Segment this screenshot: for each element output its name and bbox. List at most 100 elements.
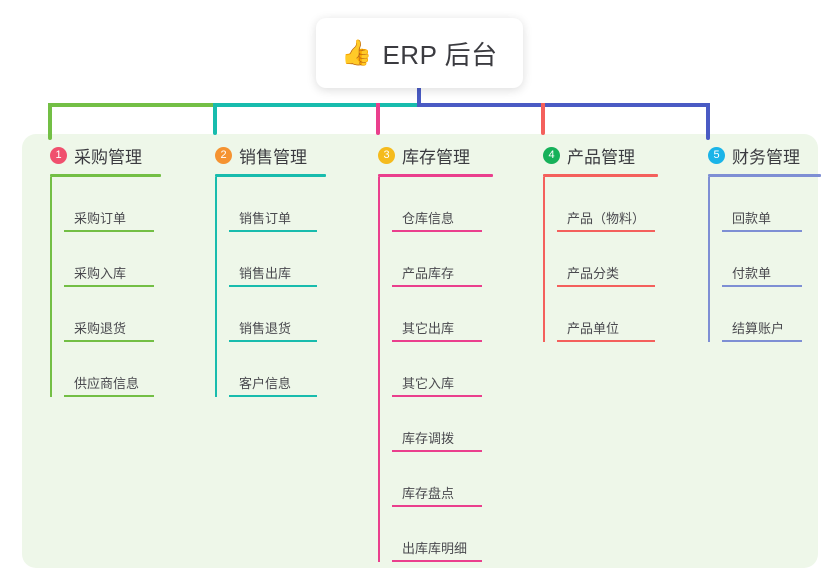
connector-bar-segment-3 <box>417 103 710 107</box>
branch-item-underline <box>557 340 655 342</box>
branch-item[interactable]: 供应商信息 <box>50 342 186 397</box>
branch-item-label: 回款单 <box>732 211 772 226</box>
branch-header-产品管理[interactable]: 4 产品管理 <box>529 142 679 168</box>
branch-item[interactable]: 客户信息 <box>215 342 349 397</box>
branch-item-list: 仓库信息产品库存其它出库其它入库库存调拨库存盘点出库库明细 <box>364 177 516 562</box>
branch-item-label: 销售订单 <box>239 211 292 226</box>
branch-item-list: 回款单付款单结算账户 <box>694 177 834 342</box>
branch-item-underline <box>392 340 482 342</box>
branch-item-label: 仓库信息 <box>402 211 455 226</box>
branch-item-label: 客户信息 <box>239 376 292 391</box>
branch-item-label: 采购退货 <box>74 321 127 336</box>
branch-item-label: 销售退货 <box>239 321 292 336</box>
branch-item-underline <box>722 285 802 287</box>
branch-title: 产品管理 <box>567 147 635 167</box>
branch-column-5: 5 财务管理回款单付款单结算账户 <box>694 142 834 342</box>
branch-header-库存管理[interactable]: 3 库存管理 <box>364 142 516 168</box>
branch-item[interactable]: 采购退货 <box>50 287 186 342</box>
branch-number-badge: 5 <box>708 146 725 164</box>
branch-spine-line <box>378 177 380 562</box>
connector-bar-segment-1 <box>48 103 217 107</box>
branch-item-underline <box>229 285 317 287</box>
branch-item-label: 结算账户 <box>732 321 785 336</box>
branch-header-财务管理[interactable]: 5 财务管理 <box>694 142 834 168</box>
branch-header-underline <box>50 174 161 177</box>
branch-column-4: 4 产品管理产品（物料）产品分类产品单位 <box>529 142 679 342</box>
branch-item-list: 采购订单采购入库采购退货供应商信息 <box>36 177 186 397</box>
branch-header-underline <box>378 174 493 177</box>
branch-item-underline <box>557 230 655 232</box>
branch-item[interactable]: 采购订单 <box>50 177 186 232</box>
branch-item-underline <box>722 340 802 342</box>
branch-item-label: 产品单位 <box>567 321 620 336</box>
branch-item-underline <box>64 285 154 287</box>
branch-number-badge: 3 <box>378 146 395 164</box>
branch-item-underline <box>557 285 655 287</box>
branch-item-label: 销售出库 <box>239 266 292 281</box>
branch-header-采购管理[interactable]: 1 采购管理 <box>36 142 186 168</box>
thumbs-up-emoji: 👍 <box>341 38 373 67</box>
branch-item-underline <box>722 230 802 232</box>
branch-item[interactable]: 结算账户 <box>708 287 834 342</box>
branch-column-3: 3 库存管理仓库信息产品库存其它出库其它入库库存调拨库存盘点出库库明细 <box>364 142 516 562</box>
branch-item[interactable]: 库存调拨 <box>378 397 516 452</box>
branch-item[interactable]: 产品库存 <box>378 232 516 287</box>
branch-item[interactable]: 库存盘点 <box>378 452 516 507</box>
branch-header-underline <box>543 174 658 177</box>
branch-item-label: 其它入库 <box>402 376 455 391</box>
branch-number-badge: 4 <box>543 146 560 164</box>
branch-item[interactable]: 产品（物料） <box>543 177 679 232</box>
connector-stub-5 <box>706 103 710 140</box>
branch-spine-line <box>543 177 545 342</box>
root-trunk-line <box>417 86 421 107</box>
branch-item-label: 出库库明细 <box>402 541 468 556</box>
branch-column-1: 1 采购管理采购订单采购入库采购退货供应商信息 <box>36 142 186 397</box>
branch-number-badge: 1 <box>50 146 67 164</box>
branch-item[interactable]: 销售出库 <box>215 232 349 287</box>
branch-spine-line <box>50 177 52 397</box>
branch-item-label: 其它出库 <box>402 321 455 336</box>
branch-item-label: 库存盘点 <box>402 486 455 501</box>
branch-header-underline <box>708 174 821 177</box>
branch-item[interactable]: 仓库信息 <box>378 177 516 232</box>
branch-item[interactable]: 付款单 <box>708 232 834 287</box>
connector-stub-4 <box>541 103 545 135</box>
connector-stub-1 <box>48 103 52 140</box>
branch-item-underline <box>392 505 482 507</box>
branch-item-underline <box>392 285 482 287</box>
branch-item[interactable]: 其它出库 <box>378 287 516 342</box>
branch-item[interactable]: 产品分类 <box>543 232 679 287</box>
branch-title: 销售管理 <box>239 147 307 167</box>
branch-item[interactable]: 产品单位 <box>543 287 679 342</box>
branch-item[interactable]: 采购入库 <box>50 232 186 287</box>
branch-item-underline <box>229 395 317 397</box>
root-node[interactable]: 👍 ERP 后台 <box>316 18 523 88</box>
branch-title: 库存管理 <box>402 147 470 167</box>
branch-item-label: 付款单 <box>732 266 772 281</box>
branch-item[interactable]: 销售订单 <box>215 177 349 232</box>
branch-title: 财务管理 <box>732 147 800 167</box>
branch-number-badge: 2 <box>215 146 232 164</box>
branch-header-underline <box>215 174 326 177</box>
branch-item-list: 销售订单销售出库销售退货客户信息 <box>201 177 349 397</box>
branches-panel <box>22 134 818 568</box>
branch-item[interactable]: 出库库明细 <box>378 507 516 562</box>
branch-spine-line <box>708 177 710 342</box>
branch-item-underline <box>392 230 482 232</box>
branch-item[interactable]: 销售退货 <box>215 287 349 342</box>
branch-item-underline <box>229 230 317 232</box>
branch-title: 采购管理 <box>74 147 142 167</box>
branch-item[interactable]: 其它入库 <box>378 342 516 397</box>
branch-item-label: 采购订单 <box>74 211 127 226</box>
branch-item-list: 产品（物料）产品分类产品单位 <box>529 177 679 342</box>
branch-item-underline <box>392 450 482 452</box>
branch-item-label: 库存调拨 <box>402 431 455 446</box>
branch-item-underline <box>392 395 482 397</box>
branch-spine-line <box>215 177 217 397</box>
branch-item-underline <box>64 340 154 342</box>
branch-item-underline <box>64 230 154 232</box>
branch-item-label: 供应商信息 <box>74 376 140 391</box>
branch-header-销售管理[interactable]: 2 销售管理 <box>201 142 349 168</box>
branch-item[interactable]: 回款单 <box>708 177 834 232</box>
